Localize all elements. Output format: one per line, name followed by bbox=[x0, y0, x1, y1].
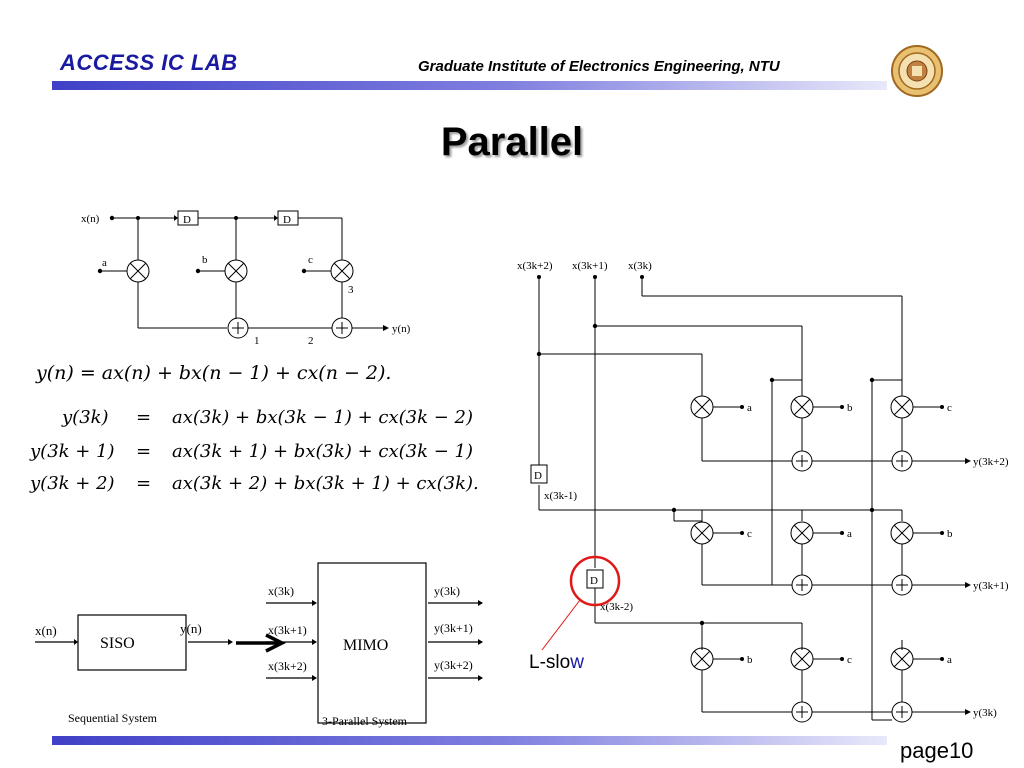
siso-mimo-diagram: x(n) SISO y(n) MIMO x(3k) x(3k+1) x(3k+2… bbox=[35, 562, 483, 728]
fir-node-3: 3 bbox=[348, 284, 354, 296]
fir-delay-1: D bbox=[183, 214, 191, 226]
slide-title: Parallel bbox=[440, 120, 584, 164]
l-slow-suffix: w bbox=[570, 652, 584, 673]
fir-input-label: x(n) bbox=[81, 213, 100, 225]
input-x3k2: x(3k+2) bbox=[517, 260, 553, 272]
output-y3k2: y(3k+2) bbox=[973, 456, 1009, 468]
ntu-seal-icon bbox=[891, 45, 943, 97]
coef-r2-1: c bbox=[747, 528, 752, 540]
siso-label: SISO bbox=[100, 635, 135, 652]
coef-r1-2: b bbox=[847, 402, 853, 414]
mimo-output-3: y(3k+2) bbox=[434, 658, 473, 672]
eq-row-1-lhs: y(3k) bbox=[62, 407, 109, 428]
eq-row-2-equals: = bbox=[136, 441, 152, 462]
fir-node-1: 1 bbox=[254, 335, 260, 347]
page-number: page10 bbox=[900, 738, 974, 763]
coef-r3-3: a bbox=[947, 654, 952, 666]
eq-row-3-equals: = bbox=[136, 473, 152, 494]
fir-equation: y(n) = ax(n) + bx(n − 1) + cx(n − 2). bbox=[36, 362, 392, 384]
mimo-label: MIMO bbox=[343, 637, 388, 654]
mimo-input-1: x(3k) bbox=[268, 584, 294, 598]
mimo-output-1: y(3k) bbox=[434, 584, 460, 598]
fir-delay-2: D bbox=[283, 214, 291, 226]
three-parallel-fir-diagram: x(3k+2) x(3k+1) x(3k) D D x(3k-1) x(3k-2… bbox=[517, 260, 1009, 723]
mimo-box bbox=[317, 562, 427, 724]
coef-r2-2: a bbox=[847, 528, 852, 540]
siso-output-label: y(n) bbox=[180, 621, 202, 636]
delay-highlight-circle bbox=[541, 555, 621, 651]
institute-name: Graduate Institute of Electronics Engine… bbox=[418, 58, 780, 75]
mimo-input-3: x(3k+2) bbox=[268, 659, 307, 673]
fir-output-label: y(n) bbox=[392, 323, 411, 335]
eq-row-2-lhs: y(3k + 1) bbox=[30, 441, 115, 462]
footer-rule bbox=[52, 736, 887, 745]
input-x3k1: x(3k+1) bbox=[572, 260, 608, 272]
fir-coef-a: a bbox=[102, 257, 107, 269]
eq-row-3-rhs: ax(3k + 2) + bx(3k + 1) + cx(3k). bbox=[172, 473, 479, 494]
siso-box bbox=[77, 614, 187, 671]
l-slow-callout: L-slow bbox=[529, 652, 584, 674]
delayed-x3k-1: x(3k-1) bbox=[544, 490, 577, 502]
fir-filter-diagram: x(n) D D a b c y(n) 1 2 3 bbox=[81, 210, 411, 347]
output-y3k: y(3k) bbox=[973, 707, 997, 719]
delayed-x3k-2: x(3k-2) bbox=[600, 601, 633, 613]
fir-coef-c: c bbox=[308, 254, 313, 266]
sequential-caption: Sequential System bbox=[68, 711, 158, 725]
lab-brand: ACCESS IC LAB bbox=[60, 50, 238, 75]
mimo-input-2: x(3k+1) bbox=[268, 623, 307, 637]
coef-r1-3: c bbox=[947, 402, 952, 414]
l-slow-prefix: L-slo bbox=[529, 652, 571, 673]
output-y3k1: y(3k+1) bbox=[973, 580, 1009, 592]
header-rule bbox=[52, 81, 887, 90]
siso-input-label: x(n) bbox=[35, 623, 57, 638]
eq-row-1-rhs: ax(3k) + bx(3k − 1) + cx(3k − 2) bbox=[172, 407, 474, 428]
coef-r1-1: a bbox=[747, 402, 752, 414]
mimo-output-2: y(3k+1) bbox=[434, 621, 473, 635]
fir-coef-b: b bbox=[202, 254, 208, 266]
coef-r3-2: c bbox=[847, 654, 852, 666]
eq-row-1-equals: = bbox=[136, 407, 152, 428]
parallel-caption: 3-Parallel System bbox=[322, 714, 408, 728]
delay-1-label: D bbox=[534, 470, 542, 482]
input-x3k: x(3k) bbox=[628, 260, 652, 272]
transform-arrow bbox=[236, 633, 286, 653]
delay-2-label: D bbox=[590, 575, 598, 587]
fir-node-2: 2 bbox=[308, 335, 314, 347]
eq-row-3-lhs: y(3k + 2) bbox=[30, 473, 115, 494]
eq-row-2-rhs: ax(3k + 1) + bx(3k) + cx(3k − 1) bbox=[172, 441, 474, 462]
coef-r2-3: b bbox=[947, 528, 953, 540]
coef-r3-1: b bbox=[747, 654, 753, 666]
